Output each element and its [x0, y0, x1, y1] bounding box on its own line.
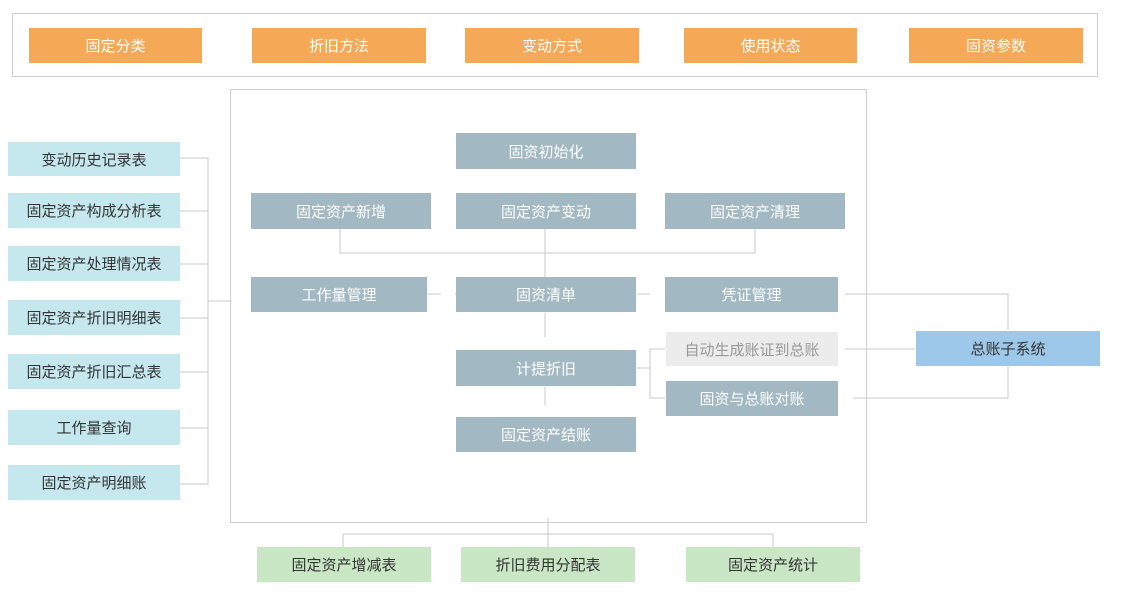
node-workload-management[interactable]: 工作量管理 — [251, 277, 427, 312]
node-asset-closing[interactable]: 固定资产结账 — [456, 417, 636, 452]
depreciation-branch — [637, 348, 665, 399]
menu-asset-parameters[interactable]: 固资参数 — [909, 28, 1083, 63]
node-reconcile[interactable]: 固资与总账对账 — [666, 381, 838, 416]
report-workload-query[interactable]: 工作量查询 — [8, 410, 180, 445]
node-voucher-management[interactable]: 凭证管理 — [665, 277, 838, 312]
top-menu-frame — [12, 13, 1098, 77]
report-asset-ledger[interactable]: 固定资产明细账 — [8, 465, 180, 500]
outputs-line — [342, 518, 774, 547]
report-asset-disposal[interactable]: 固定资产处理情况表 — [8, 246, 180, 281]
report-change-history[interactable]: 变动历史记录表 — [8, 142, 180, 176]
report-depreciation-detail[interactable]: 固定资产折旧明细表 — [8, 300, 180, 335]
menu-fixed-category[interactable]: 固定分类 — [29, 28, 202, 63]
reconcile-ledger-line — [853, 366, 1009, 399]
node-asset-add[interactable]: 固定资产新增 — [251, 193, 431, 229]
entry-merge-line — [339, 229, 756, 277]
output-asset-statistics[interactable]: 固定资产统计 — [686, 547, 860, 582]
node-asset-clear[interactable]: 固定资产清理 — [665, 193, 845, 229]
report-asset-composition[interactable]: 固定资产构成分析表 — [8, 193, 180, 228]
node-asset-init[interactable]: 固资初始化 — [456, 133, 636, 169]
menu-depreciation-method[interactable]: 折旧方法 — [252, 28, 426, 63]
output-depreciation-allocation[interactable]: 折旧费用分配表 — [461, 547, 635, 582]
reports-bracket — [180, 157, 232, 485]
node-asset-list[interactable]: 固资清单 — [456, 277, 636, 312]
node-depreciation[interactable]: 计提折旧 — [456, 350, 636, 386]
menu-change-method[interactable]: 变动方式 — [465, 28, 639, 63]
output-asset-change-table[interactable]: 固定资产增减表 — [257, 547, 431, 582]
node-asset-change[interactable]: 固定资产变动 — [456, 193, 636, 229]
node-auto-generate[interactable]: 自动生成账证到总账 — [666, 332, 838, 366]
report-depreciation-summary[interactable]: 固定资产折旧汇总表 — [8, 354, 180, 389]
menu-usage-status[interactable]: 使用状态 — [684, 28, 857, 63]
node-general-ledger[interactable]: 总账子系统 — [916, 331, 1100, 366]
voucher-ledger-line — [845, 293, 1009, 330]
